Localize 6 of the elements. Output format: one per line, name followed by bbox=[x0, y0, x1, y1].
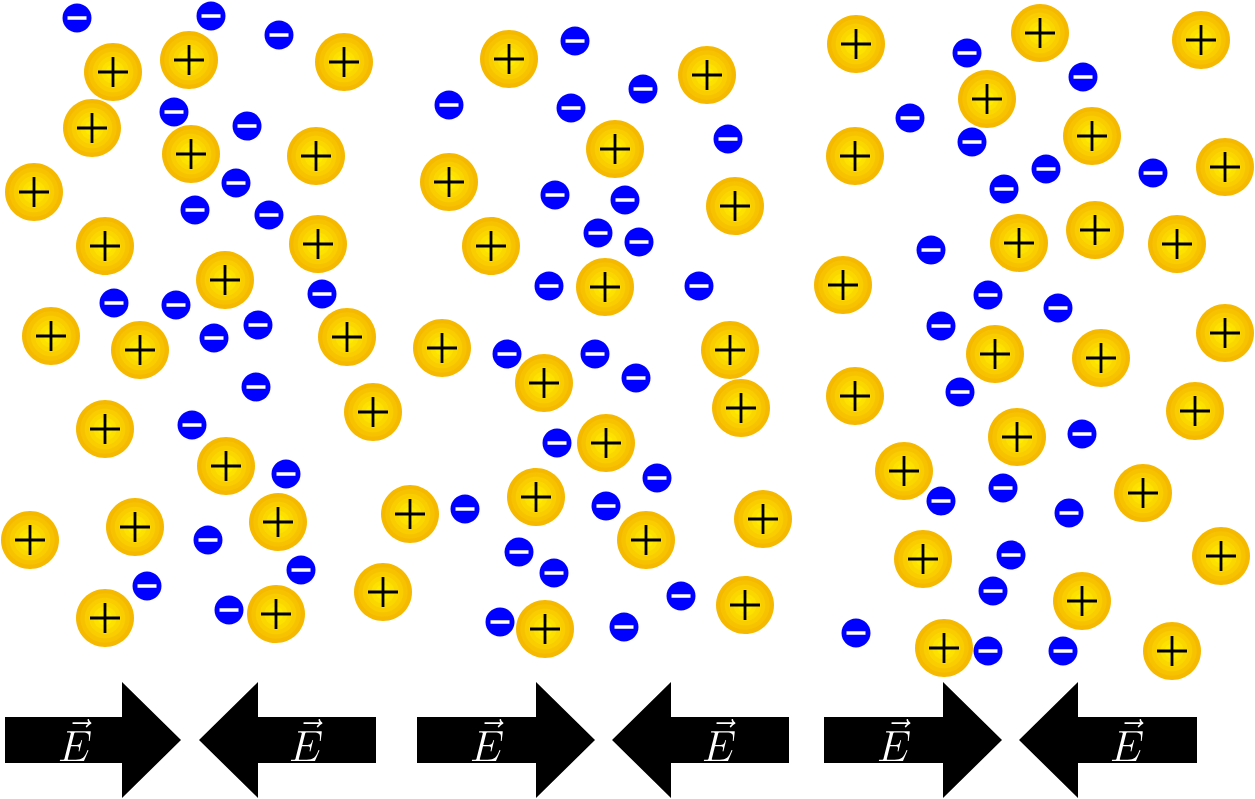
field-label: $\vec{E}$ bbox=[471, 718, 504, 762]
field-label: $\vec{E}$ bbox=[59, 718, 92, 762]
field-label: $\vec{E}$ bbox=[878, 718, 911, 762]
field-label: $\vec{E}$ bbox=[290, 718, 323, 762]
field-label: $\vec{E}$ bbox=[1111, 718, 1144, 762]
field-label: $\vec{E}$ bbox=[703, 718, 736, 762]
